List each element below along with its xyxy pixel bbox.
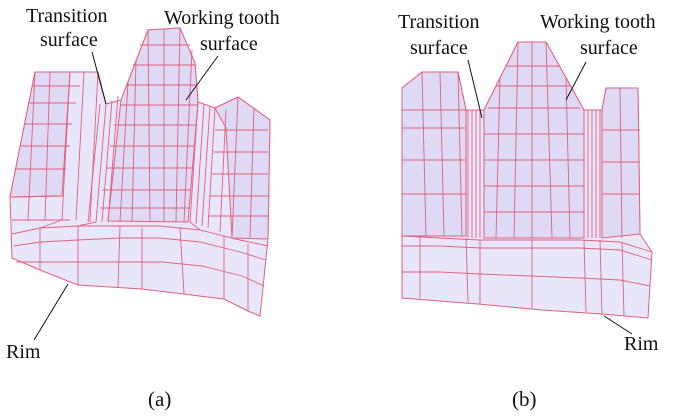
working-label-line1-b: Working tooth bbox=[540, 11, 656, 33]
working-label-line2-b: surface bbox=[580, 37, 638, 59]
transition-label-line2-a: surface bbox=[40, 29, 98, 51]
rim-leader-b bbox=[603, 315, 633, 335]
caption-b: (b) bbox=[512, 387, 537, 411]
caption-a: (a) bbox=[148, 387, 171, 411]
labels-a: Transition surface Working tooth surface… bbox=[6, 5, 280, 411]
mesh-model-a bbox=[9, 27, 271, 317]
transition-label-line2-b: surface bbox=[410, 37, 468, 59]
rim-label-a: Rim bbox=[6, 341, 41, 363]
transition-leader-b bbox=[467, 59, 483, 119]
working-leader-b bbox=[565, 61, 587, 101]
labels-b: Transition surface Working tooth surface… bbox=[398, 11, 659, 411]
rim-label-b: Rim bbox=[624, 333, 659, 355]
mesh-model-b bbox=[401, 41, 653, 319]
transition-label-line1-b: Transition bbox=[398, 11, 480, 33]
working-label-line1-a: Working tooth bbox=[164, 7, 280, 29]
transition-leader-a bbox=[91, 51, 107, 105]
working-label-line2-a: surface bbox=[200, 33, 258, 55]
transition-label-line1-a: Transition bbox=[26, 5, 108, 27]
rim-leader-a bbox=[33, 283, 69, 341]
working-leader-a bbox=[185, 55, 219, 101]
